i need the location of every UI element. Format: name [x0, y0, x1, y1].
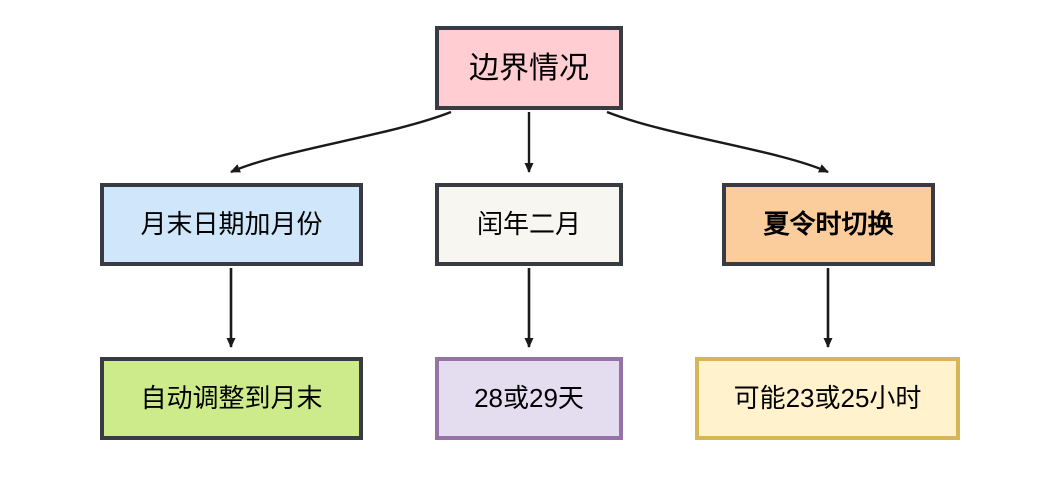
node-dst-switch[interactable]: 夏令时切换 [722, 183, 935, 266]
node-label: 闰年二月 [476, 209, 581, 240]
node-label: 边界情况 [469, 51, 589, 85]
node-28-or-29-days[interactable]: 28或29天 [435, 357, 623, 440]
node-label: 自动调整到月末 [140, 383, 323, 414]
node-maybe-23-or-25-hours[interactable]: 可能23或25小时 [695, 357, 960, 440]
node-month-end-plus-month[interactable]: 月末日期加月份 [100, 183, 363, 266]
node-root-edge-cases[interactable]: 边界情况 [435, 26, 623, 110]
node-label: 夏令时切换 [763, 209, 894, 240]
node-label: 月末日期加月份 [140, 209, 323, 240]
edge-root-to-dst [606, 110, 829, 174]
edge-root-to-month-end [230, 110, 452, 174]
node-label: 28或29天 [474, 383, 584, 414]
node-auto-adjust-to-month-end[interactable]: 自动调整到月末 [100, 357, 363, 440]
node-label: 可能23或25小时 [733, 383, 922, 414]
node-leap-year-february[interactable]: 闰年二月 [435, 183, 623, 266]
